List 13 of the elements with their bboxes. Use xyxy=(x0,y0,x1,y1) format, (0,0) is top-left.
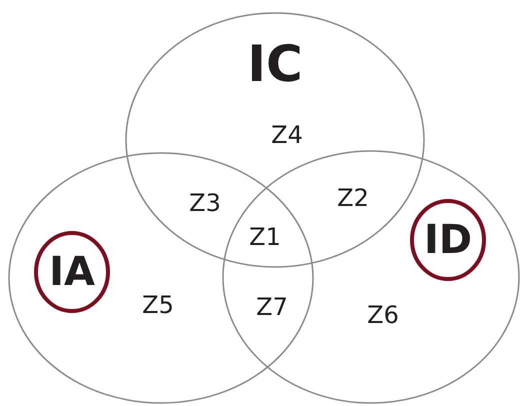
region-label: Z5 xyxy=(142,293,174,317)
set-ellipse xyxy=(125,12,425,268)
region-label: Z4 xyxy=(271,123,303,147)
set-title: ID xyxy=(424,220,472,260)
region-label: Z3 xyxy=(189,191,221,215)
set-ellipse xyxy=(8,152,314,404)
set-title: IA xyxy=(49,252,95,292)
region-label: Z2 xyxy=(337,186,369,210)
region-label: Z1 xyxy=(249,225,281,249)
set-ellipse xyxy=(222,150,520,404)
region-label: Z7 xyxy=(256,295,288,319)
region-label: Z6 xyxy=(367,303,399,327)
set-title: IC xyxy=(247,39,303,89)
